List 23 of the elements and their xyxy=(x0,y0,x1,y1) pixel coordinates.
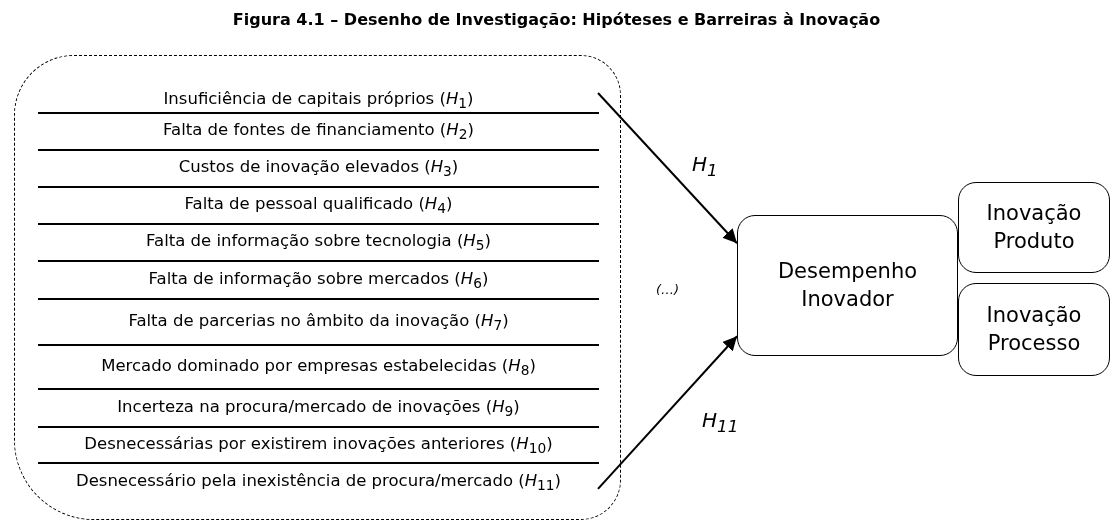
barrier-text: Falta de parcerias no âmbito da inovação (H$_{7}$) xyxy=(128,310,509,334)
process-box xyxy=(958,283,1110,376)
barrier-text: Falta de fontes de financiamento (H$_{2}$) xyxy=(163,120,474,143)
barrier-text: Insuficiência de capitais próprios (H$_{1}$) xyxy=(163,89,474,112)
arrow xyxy=(597,335,738,490)
box-text: Desempenho Inovador xyxy=(776,258,919,313)
barrier-text: Mercado dominado por empresas estabelecidas (H$_{8}$) xyxy=(101,355,536,379)
process-box xyxy=(737,215,958,356)
barrier-text: Desnecessário pela inexistência de procura/mercado (H$_{11}$) xyxy=(75,471,562,494)
barrier-text: Falta de pessoal qualificado (H$_{4}$) xyxy=(184,194,453,217)
process-box xyxy=(958,182,1110,273)
barrier-text: Custos de inovação elevados (H$_{3}$) xyxy=(178,157,459,180)
ellipsis-note: (…) xyxy=(656,282,680,297)
list-row xyxy=(38,89,599,114)
box-text: Inovação Processo xyxy=(985,302,1083,357)
barrier-text: Desnecessárias por existirem inovações anteriores (H$_{10}$) xyxy=(84,433,553,457)
box-text: Inovação Produto xyxy=(985,200,1083,255)
figure-title: Figura 4.1 – Desenho de Investigação: Hipóteses e Barreiras à Inovação xyxy=(231,10,882,29)
dashed-group-box xyxy=(14,55,621,520)
barrier-text: Incerteza na procura/mercado de inovações (H$_{9}$) xyxy=(117,396,520,420)
barrier-text: Falta de informação sobre mercados (H$_{6}$) xyxy=(148,268,489,292)
barrier-text: Falta de informação sobre tecnologia (H$_{5}$) xyxy=(146,231,491,254)
arrow xyxy=(597,92,738,245)
